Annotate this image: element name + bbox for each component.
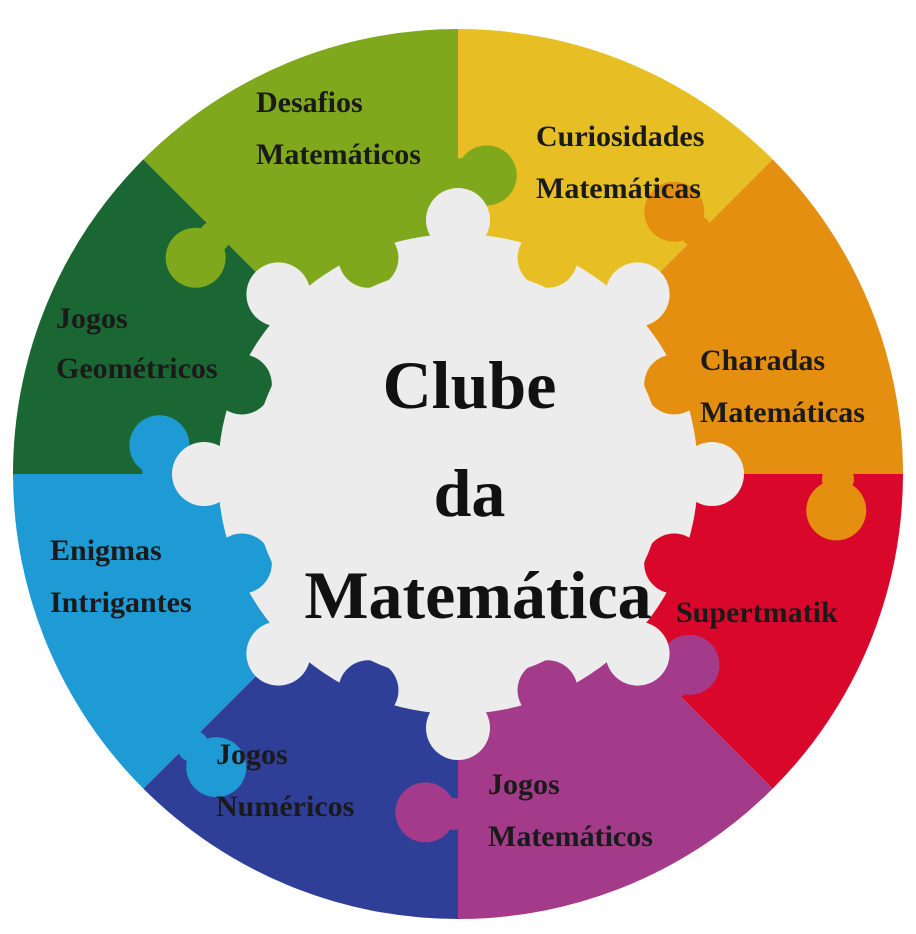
puzzle-neck-jogos-numericos <box>142 454 175 487</box>
puzzle-tabs-layer <box>129 145 867 843</box>
center-title-line2: da <box>434 455 506 531</box>
hub-tab-3 <box>605 621 670 686</box>
hub-notch-charadas <box>644 533 705 594</box>
center-hub-inner <box>252 268 664 680</box>
label-curiosidades: Curiosidades Matemáticas <box>536 120 712 205</box>
hub-tab-0 <box>426 188 490 252</box>
center-title-line1: Clube <box>383 347 557 423</box>
hub-notch-curiosidades <box>644 354 705 415</box>
hub-notch-jogos-numericos <box>211 533 272 594</box>
puzzle-tab-jogos-numericos <box>129 415 190 476</box>
label-jogos-numericos: Jogos Numéricos <box>216 738 354 823</box>
puzzle-neck-jogos-numericos <box>176 730 209 763</box>
puzzle-neck-supertmatik <box>437 797 470 830</box>
hub-notch-jogos-geometricos <box>338 227 399 288</box>
puzzle-neck-curiosidades <box>821 462 854 495</box>
hub-tab-6 <box>172 442 236 506</box>
hub-notch-desafios <box>517 227 578 288</box>
center-hub <box>172 188 744 760</box>
puzzle-tab-supertmatik <box>395 782 456 843</box>
hub-notch-enigmas <box>211 354 272 415</box>
puzzle-tab-jogos-geometricos <box>456 145 517 206</box>
puzzle-neck-supertmatik <box>656 667 689 700</box>
center-title: Clube da Matemática <box>304 347 651 633</box>
label-supertmatik: Supertmatik <box>676 596 838 629</box>
hub-tab-4 <box>426 696 490 760</box>
label-charadas: Charadas Matemáticas <box>700 344 865 429</box>
label-desafios: Desafios Matemáticos <box>256 86 421 171</box>
puzzle-neck-curiosidades <box>679 214 712 247</box>
hub-tab-1 <box>605 262 670 327</box>
puzzle-tab-curiosidades <box>806 480 867 541</box>
hub-notch-supertmatik <box>517 660 578 721</box>
hub-tab-2 <box>680 442 744 506</box>
hub-tab-7 <box>246 262 311 327</box>
label-enigmas: Enigmas Intrigantes <box>50 534 192 619</box>
puzzle-neck-jogos-geometricos <box>198 220 231 253</box>
center-title-line3: Matemática <box>304 557 651 633</box>
hub-tab-5 <box>246 621 311 686</box>
label-jogos-matematicos: Jogos Matemáticos <box>488 768 653 853</box>
hub-notch-jogos-matematicos <box>338 660 399 721</box>
puzzle-neck-jogos-geometricos <box>445 158 478 191</box>
label-jogos-geometricos: Jogos Geométricos <box>56 302 218 385</box>
